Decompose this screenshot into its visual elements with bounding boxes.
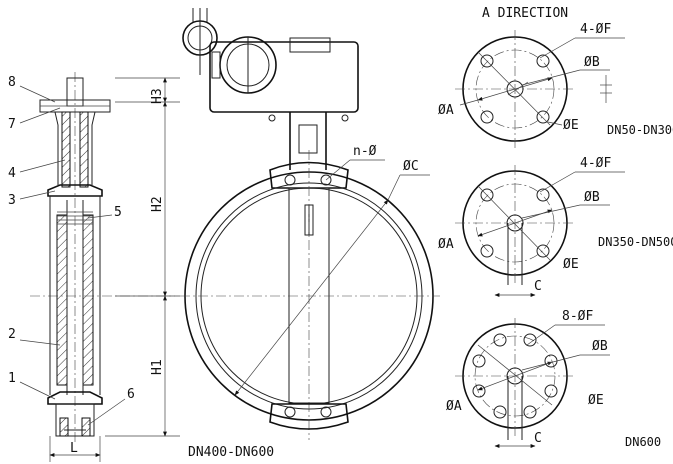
dim-l: L	[70, 441, 78, 456]
flange2-c: C	[534, 279, 542, 294]
part-label-2: 2	[8, 327, 16, 342]
flange3-size: DN600	[625, 435, 661, 449]
flange3-holes: 8-ØF	[562, 309, 593, 324]
part-label-4: 4	[8, 166, 16, 181]
part-label-8: 8	[8, 75, 16, 90]
front-view: n-Ø ØC DN400-DN600	[180, 8, 440, 460]
flange3-c: C	[534, 431, 542, 446]
flange1-size: DN50-DN300	[607, 123, 673, 137]
dim-h1: H1	[150, 359, 165, 375]
part-label-3: 3	[8, 193, 16, 208]
flange1-b: ØB	[584, 55, 600, 70]
flange2-size: DN350-DN500	[598, 235, 673, 249]
size-label-dn400-600: DN400-DN600	[188, 445, 274, 460]
flange1-holes: 4-ØF	[580, 22, 611, 37]
flange-view-dn50-300: 4-ØF ØB ØA ØE DN50-DN300	[438, 22, 673, 148]
part-label-7: 7	[8, 117, 16, 132]
flange3-b: ØB	[592, 339, 608, 354]
part-label-6: 6	[127, 387, 135, 402]
dim-h2: H2	[150, 196, 165, 212]
flange3-a: ØA	[446, 399, 462, 414]
side-section-view: 8 7 4 3 5 2 1 6 H3 H2 H1 L	[8, 72, 180, 462]
flange3-e: ØE	[588, 393, 604, 408]
part-label-5: 5	[114, 205, 122, 220]
flange-view-dn600: 8-ØF ØB ØA ØE C DN600	[446, 309, 661, 449]
flange2-b: ØB	[584, 190, 600, 205]
flange-view-dn350-500: 4-ØF ØB ØA ØE C DN350-DN500	[438, 156, 673, 297]
flange2-holes: 4-ØF	[580, 156, 611, 171]
flange1-e: ØE	[563, 118, 579, 133]
flange1-a: ØA	[438, 103, 454, 118]
dim-h3: H3	[150, 88, 165, 104]
direction-title: A DIRECTION	[482, 6, 568, 21]
flange2-a: ØA	[438, 237, 454, 252]
part-label-1: 1	[8, 371, 16, 386]
diameter-c-label: ØC	[403, 159, 419, 174]
hole-label: n-Ø	[353, 144, 377, 159]
flange2-e: ØE	[563, 257, 579, 272]
